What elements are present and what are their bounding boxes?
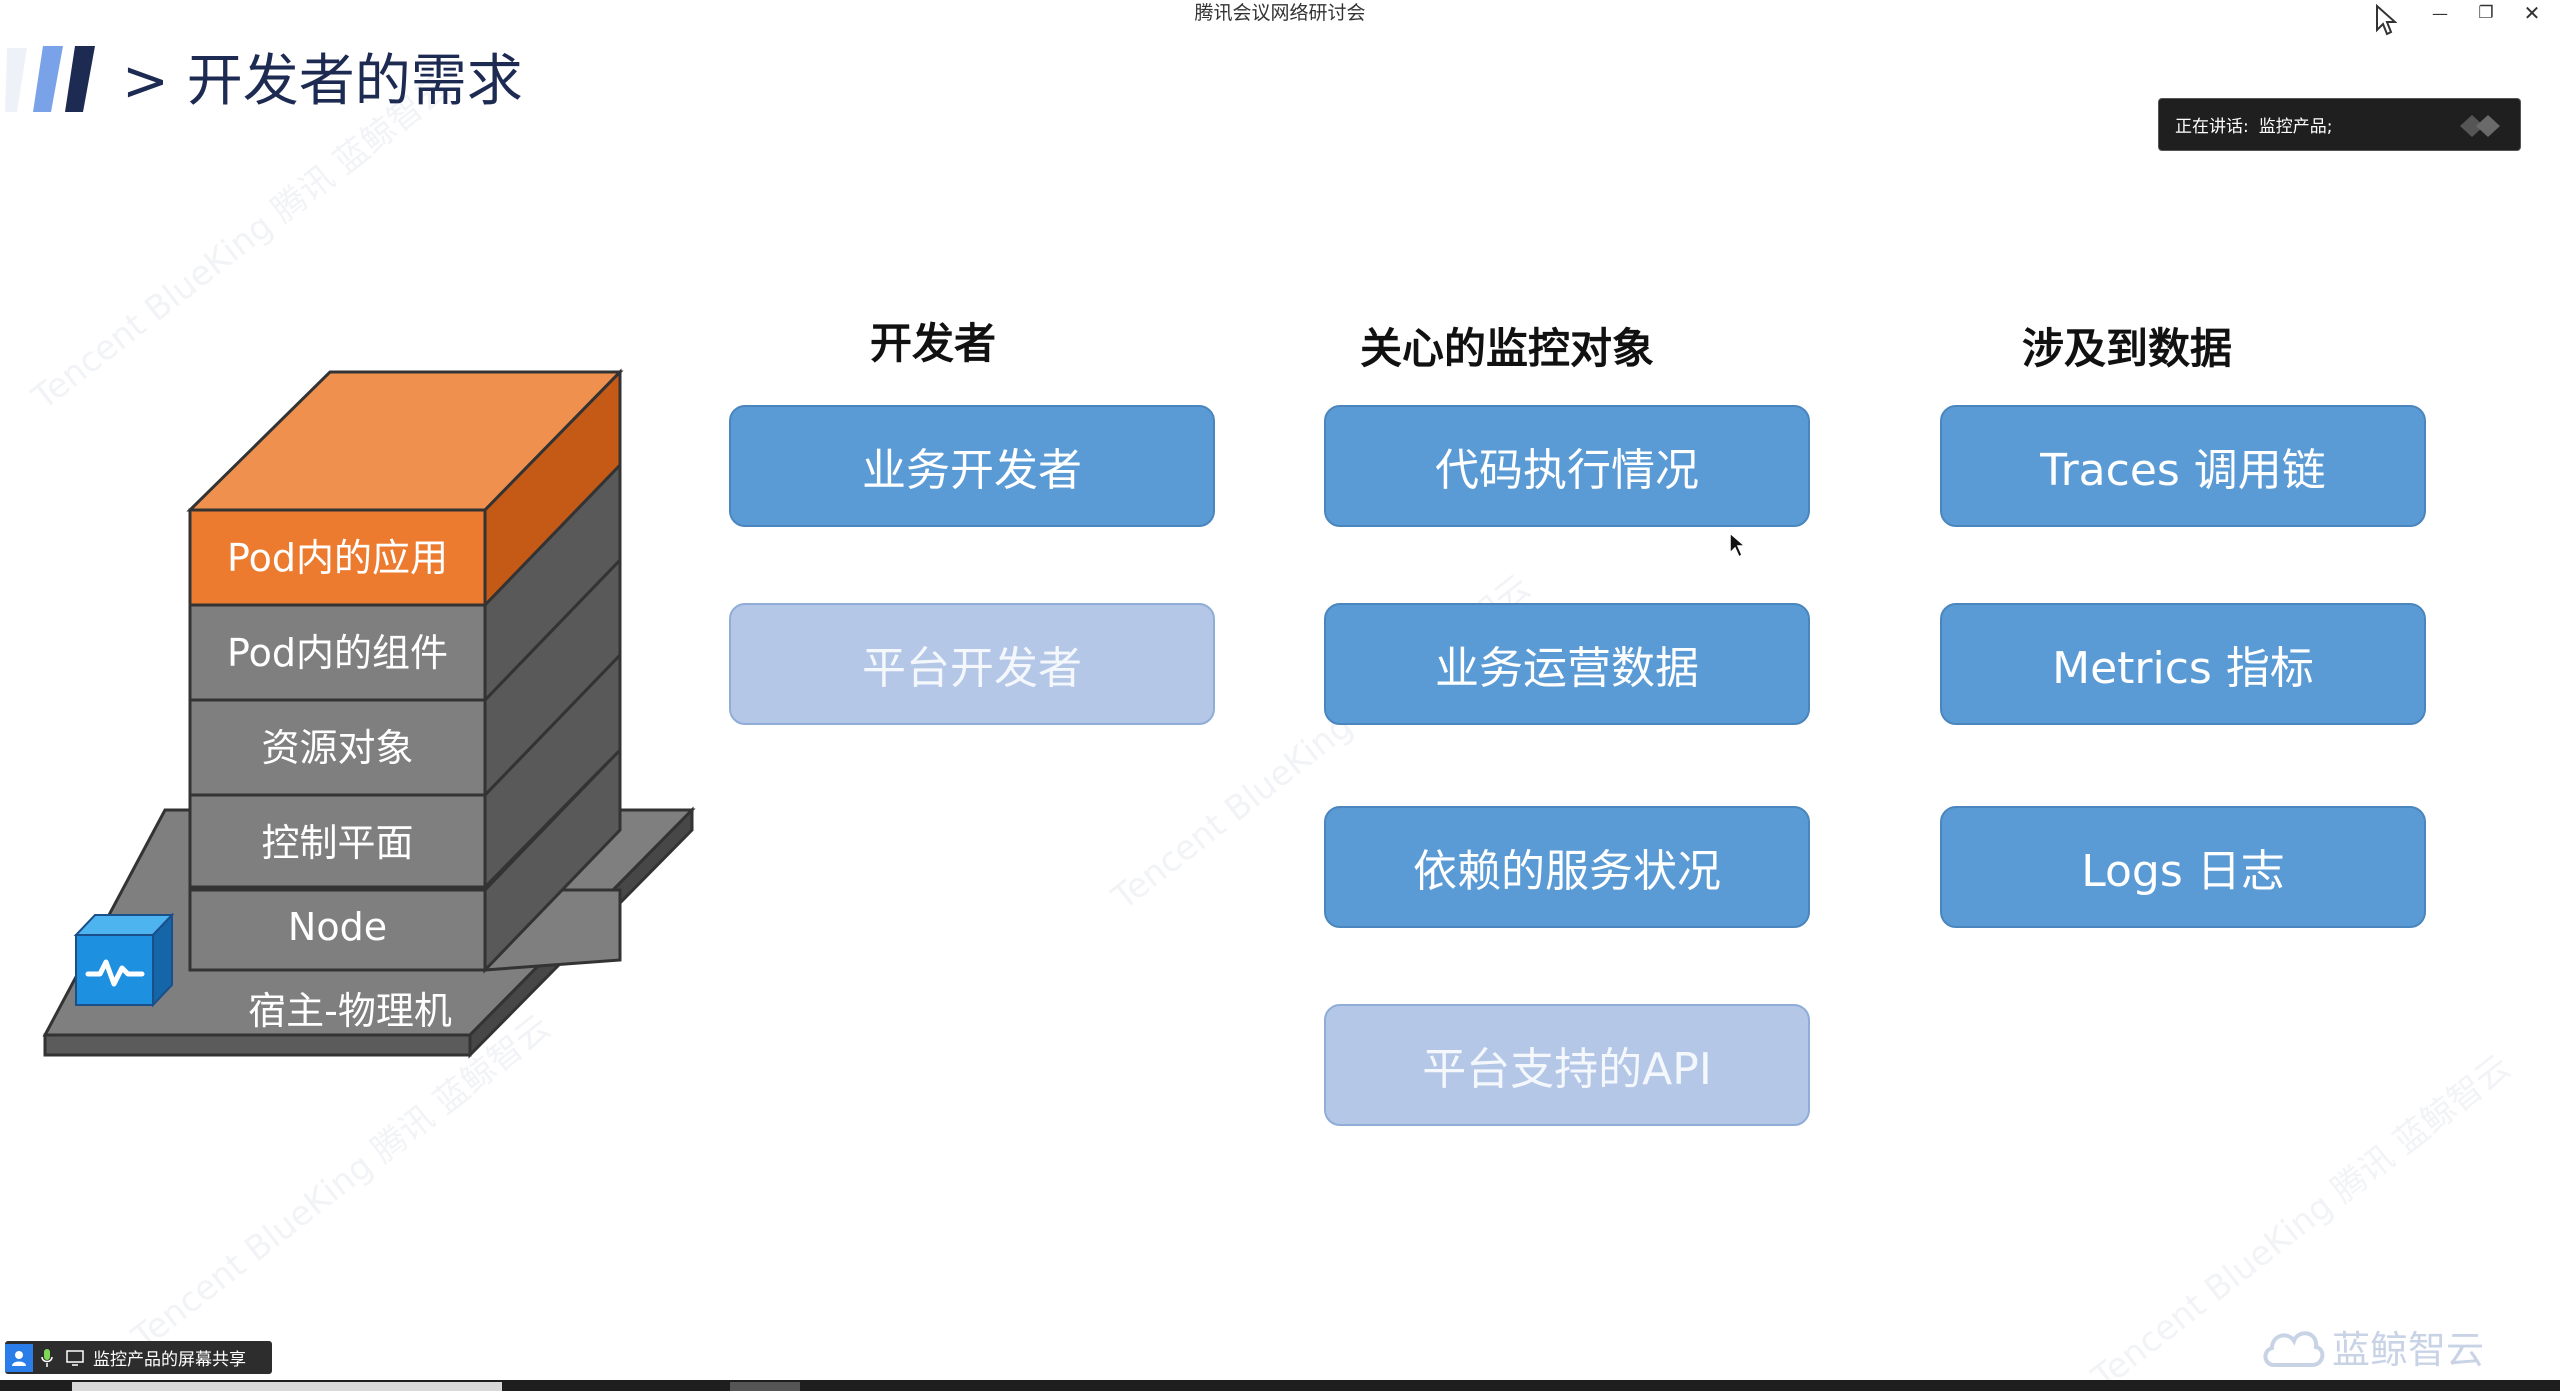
data-box-metrics: Metrics 指标 <box>1940 603 2426 725</box>
restore-icon: ❐ <box>2478 3 2494 23</box>
data-box-traces: Traces 调用链 <box>1940 405 2426 527</box>
developer-box-platform: 平台开发者 <box>729 603 1215 725</box>
box-label: 代码执行情况 <box>1435 445 1699 496</box>
header-data: 涉及到数据 <box>2022 324 2233 373</box>
pointer-cursor-icon <box>1729 531 1748 559</box>
box-label: Traces 调用链 <box>2040 445 2326 496</box>
target-box-platform-api: 平台支持的API <box>1324 1004 1810 1126</box>
box-label: Metrics 指标 <box>2052 643 2314 694</box>
header-developers: 开发者 <box>870 319 997 368</box>
speaking-label: 正在讲话: <box>2175 117 2249 137</box>
microphone-icon <box>33 1344 61 1372</box>
screen-share-icon <box>61 1344 89 1372</box>
restore-button[interactable]: ❐ <box>2466 0 2506 26</box>
data-box-logs: Logs 日志 <box>1940 806 2426 928</box>
target-box-business-ops: 业务运营数据 <box>1324 603 1810 725</box>
speaking-indicator: 正在讲话: 监控产品; <box>2158 98 2521 151</box>
close-button[interactable]: ✕ <box>2512 0 2552 26</box>
layer-pod-component: Pod内的组件 <box>227 631 448 675</box>
layer-control-plane: 控制平面 <box>261 821 414 865</box>
screen-share-badge[interactable]: 监控产品的屏幕共享 <box>5 1341 272 1374</box>
layer-resource-object: 资源对象 <box>261 726 414 770</box>
layer-node: Node <box>287 905 388 949</box>
layer-pod-app: Pod内的应用 <box>227 536 448 580</box>
box-label: 业务开发者 <box>862 445 1082 496</box>
slide-logo-icon <box>5 46 95 112</box>
cloud-icon <box>2263 1331 2325 1367</box>
header-monitor-targets: 关心的监控对象 <box>1360 324 1655 373</box>
taskbar-segment <box>730 1382 800 1391</box>
box-label: 业务运营数据 <box>1435 643 1699 694</box>
taskbar-segment <box>72 1382 502 1391</box>
user-icon <box>5 1343 33 1372</box>
window-title: 腾讯会议网络研讨会 <box>1194 2 1366 24</box>
screen-share-label: 监控产品的屏幕共享 <box>93 1350 246 1370</box>
target-box-code-execution: 代码执行情况 <box>1324 405 1810 527</box>
stack-graphic <box>42 368 696 1059</box>
target-box-dependency-status: 依赖的服务状况 <box>1324 806 1810 928</box>
brand-logo: 蓝鲸智云 <box>2260 1318 2484 1374</box>
minimize-icon: — <box>2432 3 2448 23</box>
layer-host-physical: 宿主-物理机 <box>248 989 452 1033</box>
taskbar-strip <box>0 1380 2560 1391</box>
cursor-icon <box>2376 4 2397 36</box>
speaking-name: 监控产品; <box>2258 117 2333 137</box>
developer-box-business: 业务开发者 <box>729 405 1215 527</box>
box-label: Logs 日志 <box>2081 846 2285 897</box>
box-label: 依赖的服务状况 <box>1413 846 1721 897</box>
audio-wave-icon <box>2460 115 2500 137</box>
slide-title: > 开发者的需求 <box>122 49 523 114</box>
box-label: 平台开发者 <box>862 643 1082 694</box>
heartbeat-cube-icon <box>85 959 145 987</box>
close-icon: ✕ <box>2523 1 2541 25</box>
minimize-button[interactable]: — <box>2420 0 2460 26</box>
brand-text: 蓝鲸智云 <box>2332 1327 2485 1372</box>
box-label: 平台支持的API <box>1422 1044 1712 1095</box>
